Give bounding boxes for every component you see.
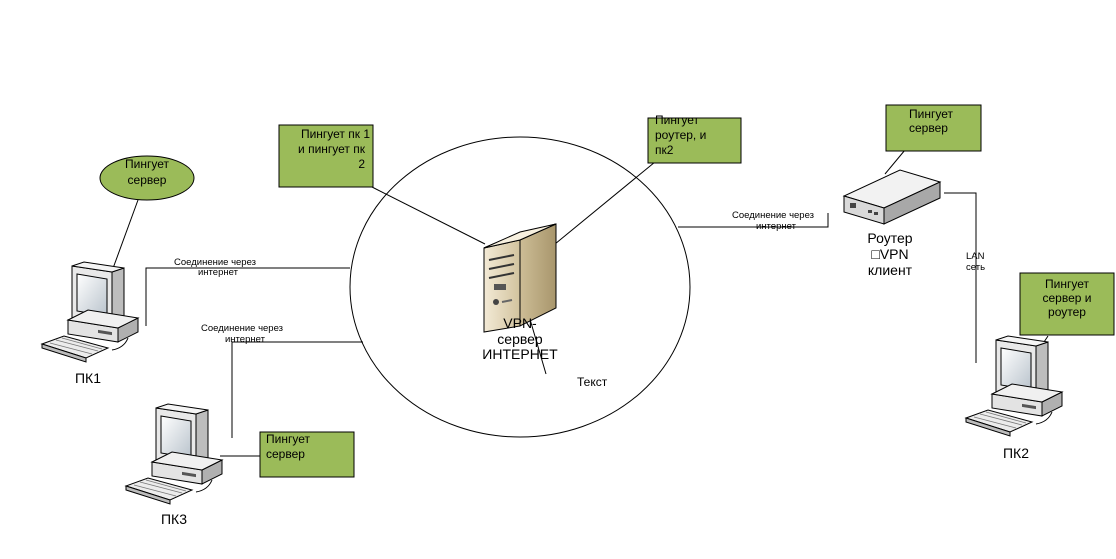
note-pc3: Пингует сервер	[259, 431, 355, 478]
internet-circle	[349, 136, 691, 438]
note-router: Пингует сервер	[885, 104, 982, 152]
pc1-label: ПК1	[75, 370, 101, 386]
connection-line: интернет	[225, 334, 266, 345]
text-label: Текст	[577, 375, 608, 389]
note-line: сервер	[128, 173, 167, 187]
connection-label-router: Соединение через интернет	[732, 210, 814, 232]
desktop-computer-icon	[125, 403, 223, 505]
connection-line: Соединение через	[201, 323, 283, 334]
note-line: Пингует	[125, 157, 169, 171]
connection-line: интернет	[198, 267, 239, 278]
note-pc2: Пингует сервер и роутер	[1019, 272, 1115, 336]
note-line: Пингует	[655, 113, 699, 127]
connection-label-pc1: Соединение через интернет	[174, 257, 256, 278]
link-pc3-internet	[231, 341, 363, 438]
server-label-line: VPN-	[503, 315, 537, 331]
note-line: 2	[358, 157, 365, 171]
router-label: Роутер □VPN клиент	[867, 230, 912, 278]
router-label-line: Роутер	[867, 230, 912, 246]
note-line: Пингует пк 1	[301, 127, 370, 141]
desktop-computer-icon	[41, 261, 139, 363]
note-pc1-ellipse: Пингует сервер	[99, 155, 195, 201]
note-line: сервер и	[1043, 291, 1092, 305]
note-line: и пингует пк	[298, 142, 366, 156]
link-server-right-note	[554, 161, 656, 245]
connection-line: Соединение через	[174, 257, 256, 268]
note-line: пк2	[655, 143, 674, 157]
note-line: Пингует	[909, 107, 953, 121]
pc2-label: ПК2	[1003, 445, 1029, 461]
tower-server-icon	[483, 223, 557, 333]
note-server-left: Пингует пк 1 и пингует пк 2	[278, 124, 374, 188]
router-icon	[842, 169, 942, 225]
connection-line: интернет	[756, 221, 797, 232]
note-line: роутер, и	[655, 128, 706, 142]
note-line: Пингует	[266, 432, 310, 446]
server-label: VPN- сервер ИНТЕРНЕТ	[482, 315, 558, 362]
server-label-line: сервер	[497, 331, 543, 347]
lan-line: сеть	[966, 262, 985, 273]
note-line: Пингует	[1045, 277, 1089, 291]
connection-line: Соединение через	[732, 210, 814, 221]
note-line: роутер	[1048, 305, 1086, 319]
link-server-left-note	[371, 186, 486, 245]
desktop-computer-icon	[965, 335, 1063, 437]
lan-label: LAN сеть	[966, 251, 985, 273]
connection-label-pc3: Соединение через интернет	[201, 323, 283, 345]
lan-line: LAN	[966, 251, 985, 262]
server-label-line: ИНТЕРНЕТ	[482, 346, 558, 362]
link-router-internet	[678, 213, 829, 228]
link-router-note	[884, 149, 906, 175]
note-line: сервер	[266, 447, 305, 461]
link-lan	[944, 192, 977, 363]
router-label-line: клиент	[868, 262, 913, 278]
pc3-label: ПК3	[161, 511, 187, 527]
link-pc1-internet	[145, 267, 350, 326]
note-server-right: Пингует роутер, и пк2	[647, 113, 742, 164]
router-label-line: □VPN	[871, 246, 908, 262]
note-line: сервер	[909, 121, 948, 135]
